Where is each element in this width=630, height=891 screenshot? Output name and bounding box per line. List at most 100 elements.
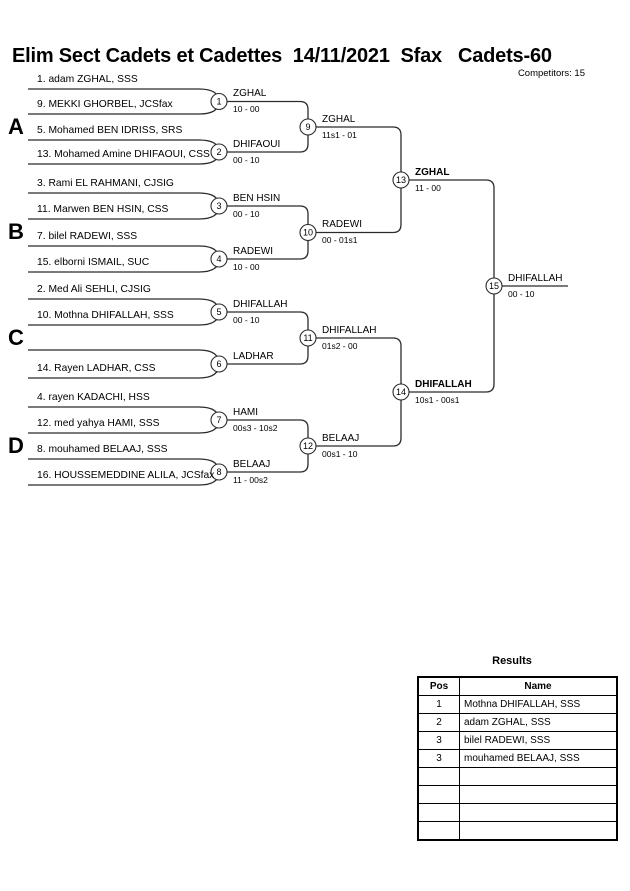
match-number: 12 — [303, 441, 313, 451]
semifinal-connector — [316, 337, 402, 447]
match-score-3: 00 - 10 — [233, 209, 260, 219]
match-number: 11 — [303, 333, 312, 343]
pos-cell — [417, 803, 460, 822]
result-row: 3 mouhamed BELAAJ, SSS — [417, 749, 618, 768]
winner-label-5: DHIFALLAH — [233, 299, 288, 310]
match-score-13: 11 - 00 — [415, 183, 441, 193]
competitors-count: Competitors: 15 — [517, 68, 585, 79]
page-title: Elim Sect Cadets et Cadettes 14/11/2021 … — [12, 45, 552, 67]
winner-label-4: RADEWI — [233, 246, 273, 257]
pos-cell — [417, 767, 460, 786]
name-cell: mouhamed BELAAJ, SSS — [459, 749, 618, 768]
match-circle-6 — [210, 355, 228, 373]
match-score-9: 11s1 - 01 — [322, 130, 357, 140]
bracket-slot-2: 2. Med Ali SEHLI, CJSIG — [37, 284, 151, 295]
result-row — [417, 767, 618, 786]
match-number: 5 — [216, 307, 221, 317]
name-cell — [459, 803, 618, 822]
match-number: 15 — [489, 281, 499, 291]
bracket-slot-7: 7. bilel RADEWI, SSS — [37, 231, 138, 242]
match-circle-14 — [392, 383, 410, 401]
name-cell: adam ZGHAL, SSS — [459, 713, 618, 732]
match-circle-1 — [210, 92, 228, 111]
winner-label-11: DHIFALLAH — [322, 325, 377, 336]
match-circle-8 — [210, 463, 228, 481]
match-score-5: 00 - 10 — [233, 315, 260, 325]
match-score-12: 00s1 - 10 — [322, 449, 358, 459]
match-circle-5 — [210, 303, 228, 321]
bracket-slot-1: 1. adam ZGHAL, SSS — [37, 74, 138, 85]
bracket-slot-11: 11. Marwen BEN HSIN, CSS — [37, 204, 169, 215]
bracket-slot-13: 13. Mohamed Amine DHIFAOUI, CSS — [37, 149, 210, 160]
match-circle-12 — [299, 437, 317, 455]
results-title: Results — [492, 655, 532, 667]
match-circle-15 — [485, 277, 503, 295]
result-row — [417, 785, 618, 804]
result-row — [417, 821, 618, 841]
match-number: 10 — [303, 228, 313, 238]
bracket-slot-3: 3. Rami EL RAHMANI, CJSIG — [37, 178, 174, 189]
match-circle-2 — [210, 143, 228, 161]
results-table: Pos Name 1 Mothna DHIFALLAH, SSS 2 adam … — [417, 676, 618, 841]
results-header-name: Name — [459, 676, 618, 696]
bracket-slot-5: 5. Mohamed BEN IDRISS, SRS — [37, 125, 183, 136]
match-circle-3 — [210, 197, 228, 215]
winner-label-12: BELAAJ — [322, 433, 360, 444]
match-number: 6 — [216, 359, 221, 369]
winner-label-13: ZGHAL — [415, 167, 450, 178]
match-number: 2 — [216, 147, 221, 157]
bracket-slot-8: 8. mouhamed BELAAJ, SSS — [37, 444, 168, 455]
results-header-row: Pos Name — [417, 676, 618, 696]
match-circle-4 — [210, 250, 228, 268]
name-cell: Mothna DHIFALLAH, SSS — [459, 695, 618, 714]
semifinal-connector — [316, 126, 402, 234]
pos-cell: 1 — [417, 695, 460, 714]
results-header-pos: Pos — [417, 676, 460, 696]
match-score-10: 00 - 01s1 — [322, 235, 358, 245]
match-number: 9 — [305, 122, 310, 132]
winner-label-2: DHIFAOUI — [233, 139, 281, 150]
section-label-a: A — [8, 114, 24, 139]
winner-label-3: BEN HSIN — [233, 193, 281, 204]
match-circle-9 — [299, 118, 317, 136]
match-number: 3 — [216, 201, 221, 211]
match-circle-11 — [299, 329, 317, 347]
match-number: 8 — [216, 467, 221, 477]
bracket-slot-4: 4. rayen KADACHI, HSS — [37, 392, 150, 403]
match-number: 1 — [216, 97, 221, 107]
match-score-11: 01s2 - 00 — [322, 341, 358, 351]
match-number: 14 — [396, 387, 406, 397]
winner-label-9: ZGHAL — [322, 114, 356, 125]
winner-label-8: BELAAJ — [233, 459, 271, 470]
name-cell: bilel RADEWI, SSS — [459, 731, 618, 750]
name-cell — [459, 821, 618, 841]
winner-label-1: ZGHAL — [233, 88, 267, 99]
match-score-8: 11 - 00s2 — [233, 475, 268, 485]
match-number: 7 — [216, 415, 221, 425]
match-circle-10 — [299, 223, 317, 242]
match-score-2: 00 - 10 — [233, 155, 260, 165]
final-connector — [409, 179, 495, 393]
match-circle-7 — [210, 411, 228, 429]
bracket-slot-14: 14. Rayen LADHAR, CSS — [37, 363, 156, 374]
pos-cell — [417, 785, 460, 804]
winner-label-10: RADEWI — [322, 219, 362, 230]
pos-cell: 2 — [417, 713, 460, 732]
name-cell — [459, 767, 618, 786]
match-number: 4 — [216, 254, 221, 264]
section-label-d: D — [8, 433, 24, 458]
winner-label-15: DHIFALLAH — [508, 273, 563, 284]
match-score-14: 10s1 - 00s1 — [415, 395, 460, 405]
bracket-slot-12: 12. med yahya HAMI, SSS — [37, 418, 160, 429]
bracket-slot-15: 15. elborni ISMAIL, SUC — [37, 257, 150, 268]
bracket-lines: 1 2 3 4 5 6 7 8 9 10 11 12 13 14 15 — [28, 88, 568, 486]
bracket-slot-16: 16. HOUSSEMEDDINE ALILA, JCSfax — [37, 470, 215, 481]
section-label-c: C — [8, 325, 24, 350]
winner-label-6: LADHAR — [233, 351, 274, 362]
name-cell — [459, 785, 618, 804]
match-number: 13 — [396, 175, 406, 185]
result-row: 2 adam ZGHAL, SSS — [417, 713, 618, 732]
result-row — [417, 803, 618, 822]
pos-cell — [417, 821, 460, 841]
